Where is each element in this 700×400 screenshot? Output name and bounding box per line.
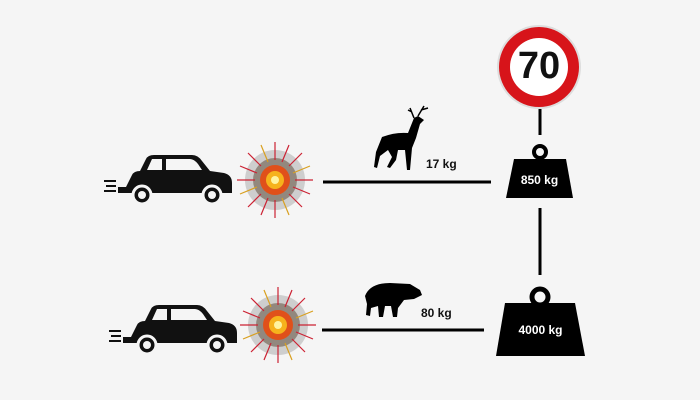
boar-weight-label: 80 kg — [421, 306, 452, 320]
car-icon-top — [102, 153, 234, 206]
car-weight-top-label: 850 kg — [520, 173, 559, 187]
car-weight-bottom-label: 4000 kg — [518, 323, 563, 337]
deer-icon — [374, 105, 429, 170]
weight-icon-top — [506, 144, 573, 198]
boar-icon — [365, 283, 422, 317]
deer-weight-label: 17 kg — [426, 157, 457, 171]
car-icon-bottom — [107, 303, 239, 356]
explosion-icon-top — [236, 141, 314, 219]
explosion-icon-bottom — [239, 286, 317, 364]
speed-limit-value: 70 — [517, 45, 561, 87]
weight-icon-bottom — [496, 286, 585, 356]
speed-limit-sign-icon — [497, 25, 581, 109]
